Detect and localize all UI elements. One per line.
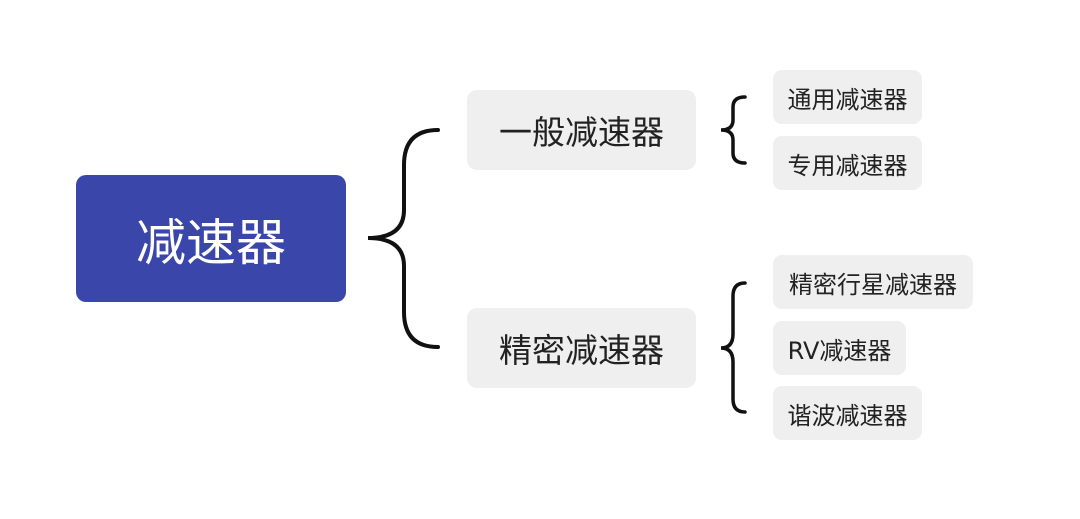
leaf-node-harmonic: 谐波减速器	[773, 386, 922, 440]
branch-node-general: 一般减速器	[467, 90, 696, 170]
branch-node-precision: 精密减速器	[467, 308, 696, 388]
branch-2-bracket	[720, 281, 747, 414]
branch-1-bracket	[720, 95, 747, 165]
leaf-node-rv: RV减速器	[773, 321, 906, 375]
root-bracket	[367, 128, 440, 349]
leaf-node-general-purpose: 通用减速器	[773, 70, 922, 124]
root-node: 减速器	[76, 175, 346, 302]
leaf-node-planetary: 精密行星减速器	[773, 255, 973, 309]
leaf-node-special-purpose: 专用减速器	[773, 136, 922, 190]
